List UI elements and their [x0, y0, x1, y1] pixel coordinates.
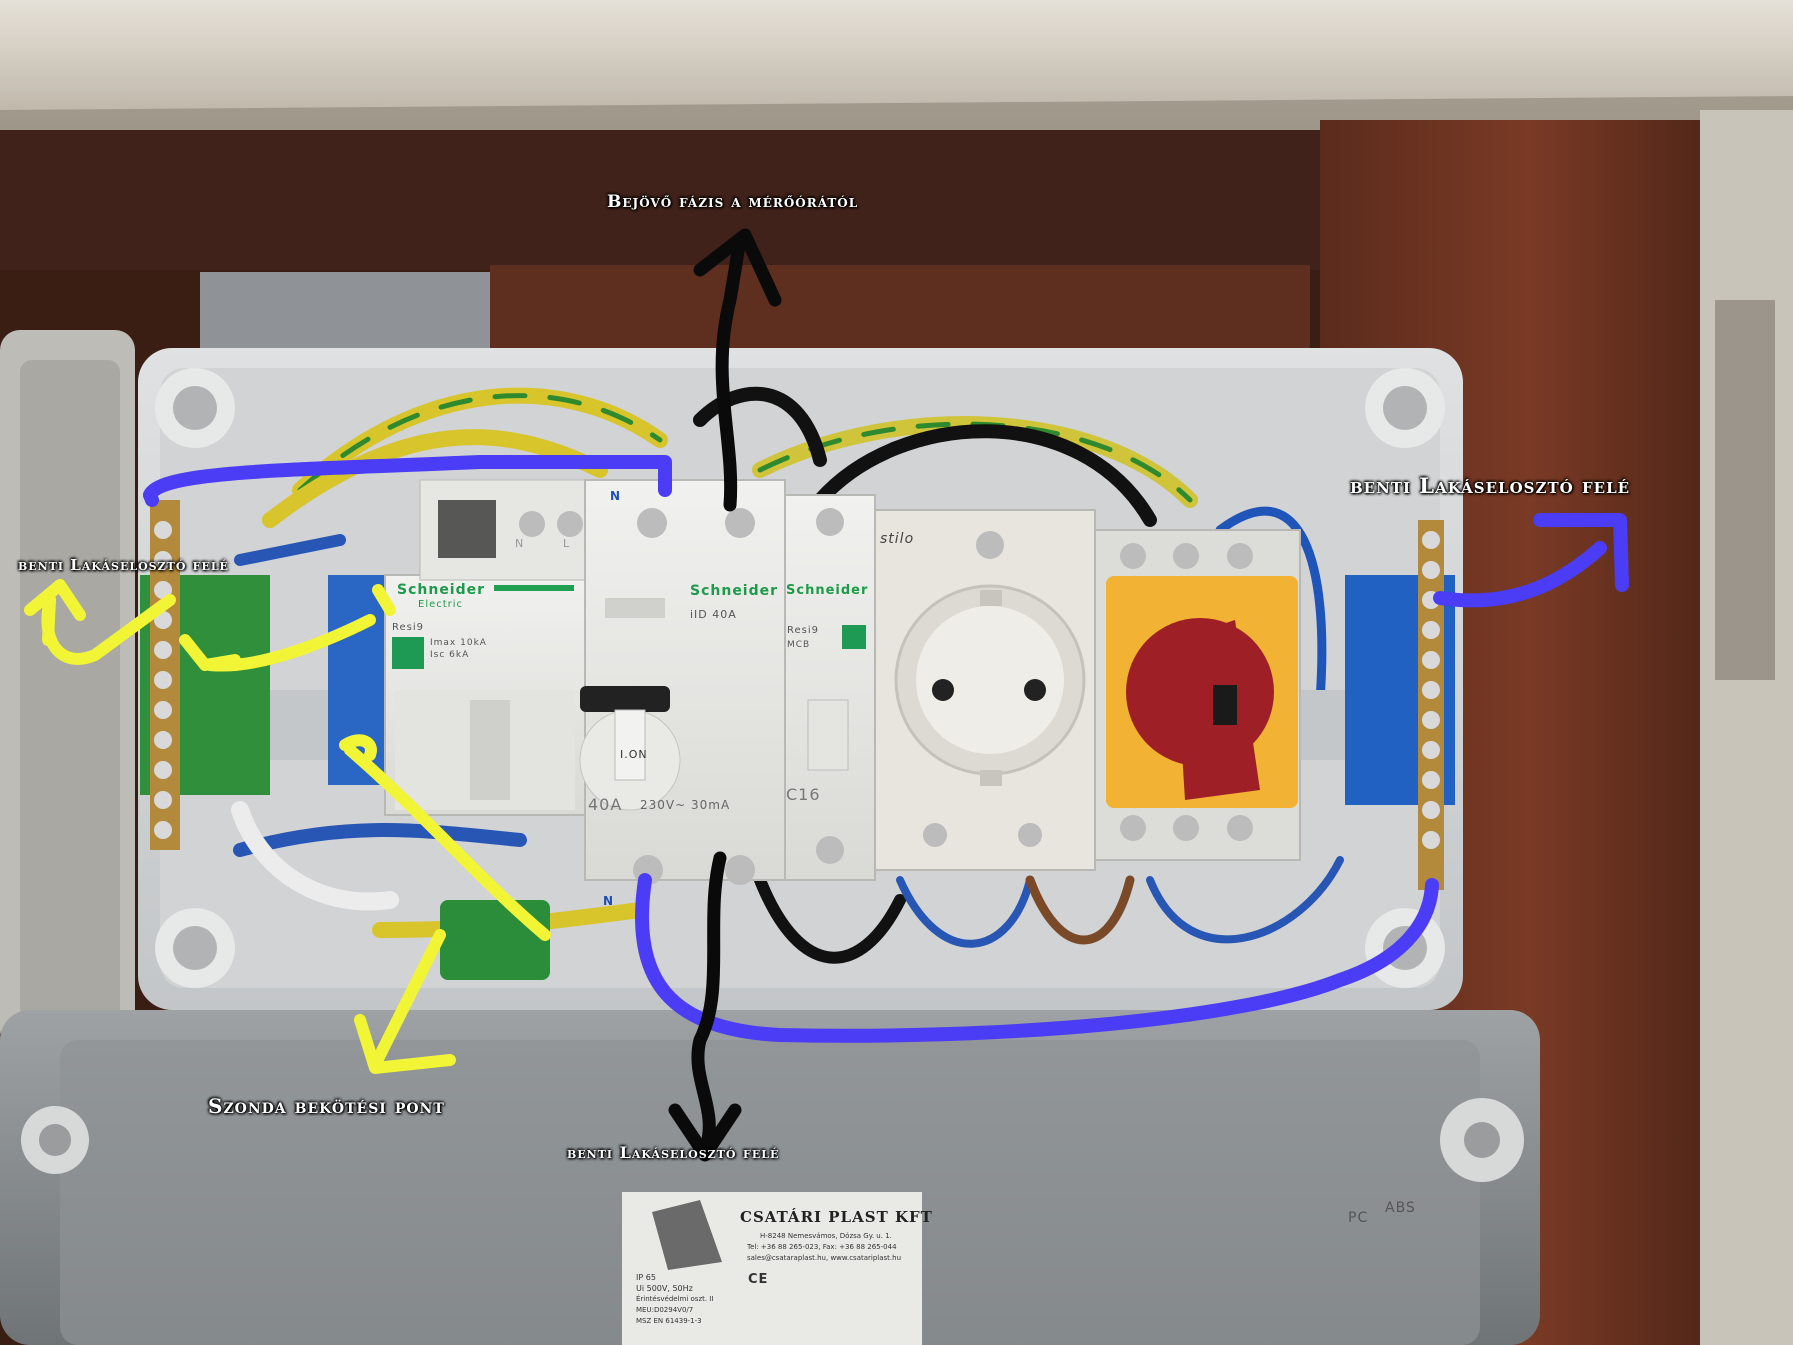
left-terminal-screws: [154, 521, 172, 839]
circuit-breaker: [784, 494, 876, 881]
label-address-2: Tel: +36 88 265-023, Fax: +36 88 265-044: [747, 1243, 897, 1251]
label-address-3: sales@csataraplast.hu, www.csatariplast.…: [747, 1254, 902, 1262]
spd-brand-sub: Electric: [418, 599, 464, 610]
abs-mark: ABS: [1385, 1200, 1416, 1216]
yellow-arrows: [24, 579, 551, 1074]
mcb-brand: Schneider: [786, 583, 869, 598]
residual-current-device: [579, 479, 786, 885]
recycle-mark: PC: [1348, 1210, 1369, 1226]
mcb-series: Resi9: [787, 625, 820, 636]
rcd-type: iID 40A: [690, 608, 737, 621]
label-address-1: H-8248 Nemesvámos, Dózsa Gy. u. 1.: [760, 1232, 892, 1240]
label-standard: MSZ EN 61439-1-3: [636, 1317, 702, 1325]
neutral-mark-bottom: N: [603, 894, 615, 908]
din-socket: [874, 509, 1096, 871]
spd-series: Resi9: [392, 622, 425, 633]
surge-protector: [384, 479, 601, 816]
caption-indoor-board-bottom: benti Lakáselosztó felé: [567, 1143, 780, 1162]
rcd-brand: Schneider: [690, 583, 779, 599]
mcb-rating: C16: [786, 785, 821, 804]
earth-clamp: [440, 900, 550, 980]
label-protection: Érintésvédelmi oszt. II: [636, 1295, 714, 1303]
black-arrows: [668, 228, 782, 1162]
spd-isc: Isc 6kA: [430, 650, 470, 660]
caption-indoor-board-left: benti Lakáselosztó felé: [18, 556, 229, 574]
spd-imax: Imax 10kA: [430, 638, 487, 648]
mcb-type: MCB: [787, 640, 811, 650]
rcd-on-label: I.ON: [620, 748, 648, 761]
socket-brand: stilo: [880, 531, 915, 547]
rotary-isolator: [1094, 529, 1301, 861]
caption-probe-connection: Szonda bekötési pont: [208, 1094, 445, 1118]
label-voltage: Ui 500V, 50Hz: [636, 1284, 693, 1293]
caption-incoming-phase: Bejövő fázis a mérőórától: [607, 192, 859, 212]
blue-arrows: [143, 455, 1629, 1043]
label-ce-mark: CE: [748, 1272, 769, 1287]
right-wood-post: [1700, 110, 1793, 1345]
right-terminal-screws: [1422, 531, 1440, 849]
spd-phase-mark: L: [563, 537, 571, 550]
rcd-spec: 230V~ 30mA: [640, 798, 731, 812]
label-part-no: MEU:D0294V0/7: [636, 1306, 694, 1314]
spd-neutral-mark: N: [515, 537, 525, 550]
wires: [231, 386, 1344, 964]
label-ip: IP 65: [636, 1273, 656, 1282]
neutral-mark-top: N: [610, 489, 622, 503]
label-company: CSATÁRI PLAST KFT: [740, 1208, 933, 1226]
rcd-rating: 40A: [588, 795, 623, 814]
caption-indoor-board-right: benti Lakáselosztó felé: [1350, 473, 1631, 498]
spd-brand: Schneider: [397, 582, 486, 598]
